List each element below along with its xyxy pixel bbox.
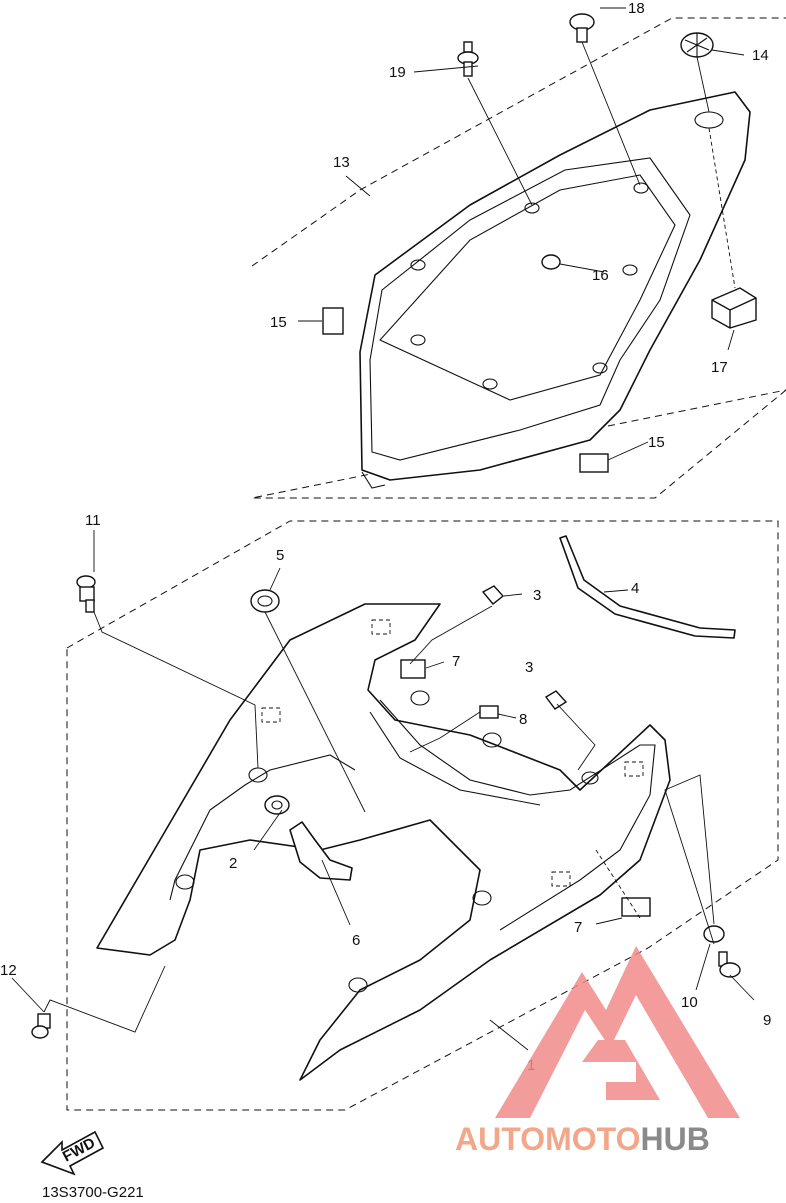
watermark-text: AUTOMOTOHUB (455, 1121, 710, 1157)
callout-9: 9 (763, 1012, 771, 1029)
callout-3-upper: 3 (533, 587, 541, 604)
damper-part-8 (479, 705, 499, 719)
callout-8: 8 (519, 711, 527, 728)
callout-11: 11 (85, 512, 101, 529)
bolt-part-18 (569, 13, 595, 43)
grommet-part-14 (680, 32, 714, 58)
callout-5: 5 (276, 547, 284, 564)
callout-19: 19 (389, 64, 406, 81)
callout-7-upper: 7 (452, 653, 460, 670)
callout-3-lower: 3 (525, 659, 533, 676)
drawing-code: 13S3700-G221 (42, 1184, 144, 1201)
damper-part-15-upper (322, 307, 344, 335)
collar-part-10 (703, 925, 725, 943)
grommet-part-5 (250, 589, 280, 613)
callout-16: 16 (592, 267, 609, 284)
nut-part-3-upper (481, 585, 505, 605)
callout-4: 4 (631, 580, 639, 597)
lower-group-boundary (66, 520, 779, 1111)
fwd-arrow-icon: FWD (40, 1130, 105, 1176)
screw-part-19 (457, 41, 479, 77)
pad-part-6 (289, 821, 353, 881)
callout-15-lower: 15 (648, 434, 665, 451)
damper-part-7-lower (621, 897, 651, 917)
screw-part-11 (76, 575, 96, 613)
callout-2: 2 (229, 855, 237, 872)
callout-14: 14 (752, 47, 769, 64)
nut-part-3-lower (544, 690, 568, 710)
seat-cowl-part-13 (359, 91, 751, 489)
callout-12: 12 (0, 962, 17, 979)
grommet-part-2 (264, 795, 290, 815)
callout-18: 18 (628, 0, 645, 17)
trim-strip-part-4 (559, 535, 736, 639)
grommet-part-16 (541, 254, 561, 270)
callout-13: 13 (333, 154, 350, 171)
callout-15-upper: 15 (270, 314, 287, 331)
bolt-part-9 (718, 951, 741, 978)
callout-7-lower: 7 (574, 919, 582, 936)
callout-10: 10 (681, 994, 698, 1011)
damper-part-15-lower (579, 453, 609, 473)
watermark-logo (495, 946, 740, 1118)
callout-6: 6 (352, 932, 360, 949)
rivet-part-12 (31, 1013, 51, 1039)
damper-part-7-upper (400, 659, 426, 679)
damper-part-17 (711, 287, 757, 329)
callout-17: 17 (711, 359, 728, 376)
